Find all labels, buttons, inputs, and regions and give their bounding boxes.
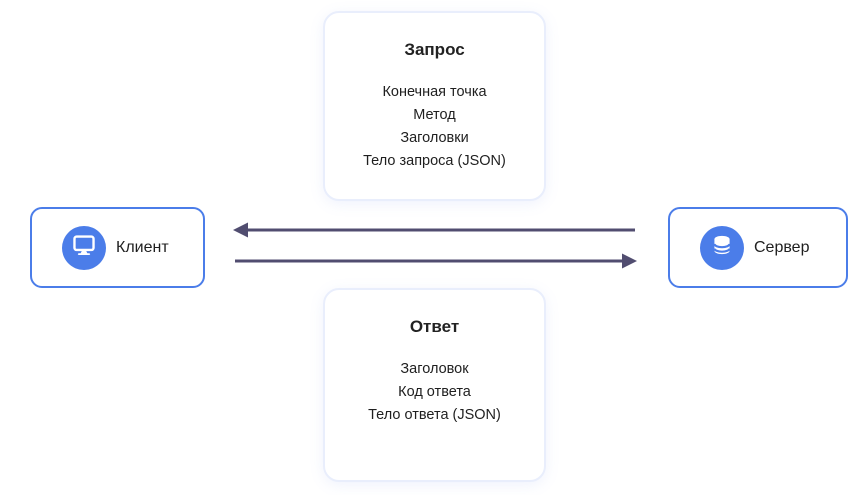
client-node: Клиент <box>30 207 205 288</box>
client-node-label: Клиент <box>116 238 169 256</box>
request-item: Заголовки <box>400 130 469 146</box>
response-item: Тело ответа (JSON) <box>368 407 501 423</box>
response-card: Ответ Заголовок Код ответа Тело ответа (… <box>323 288 546 482</box>
database-icon <box>709 232 735 263</box>
monitor-icon <box>71 232 97 263</box>
response-card-title: Ответ <box>409 317 460 336</box>
response-card-items: Заголовок Код ответа Тело ответа (JSON) <box>325 358 544 427</box>
client-icon-circle <box>62 225 106 270</box>
request-card: Запрос Конечная точка Метод Заголовки Те… <box>323 11 546 201</box>
request-card-title: Запрос <box>404 40 465 59</box>
request-item: Конечная точка <box>382 84 487 100</box>
request-card-items: Конечная точка Метод Заголовки Тело запр… <box>325 81 544 173</box>
server-icon-circle <box>700 225 744 270</box>
client-to-server-arrow <box>235 253 637 269</box>
server-to-client-arrow <box>233 222 635 238</box>
server-node: Сервер <box>668 207 848 288</box>
response-item: Код ответа <box>398 384 471 400</box>
request-item: Метод <box>413 107 456 123</box>
request-item: Тело запроса (JSON) <box>363 153 506 169</box>
server-node-label: Сервер <box>754 238 810 256</box>
response-item: Заголовок <box>400 361 469 377</box>
